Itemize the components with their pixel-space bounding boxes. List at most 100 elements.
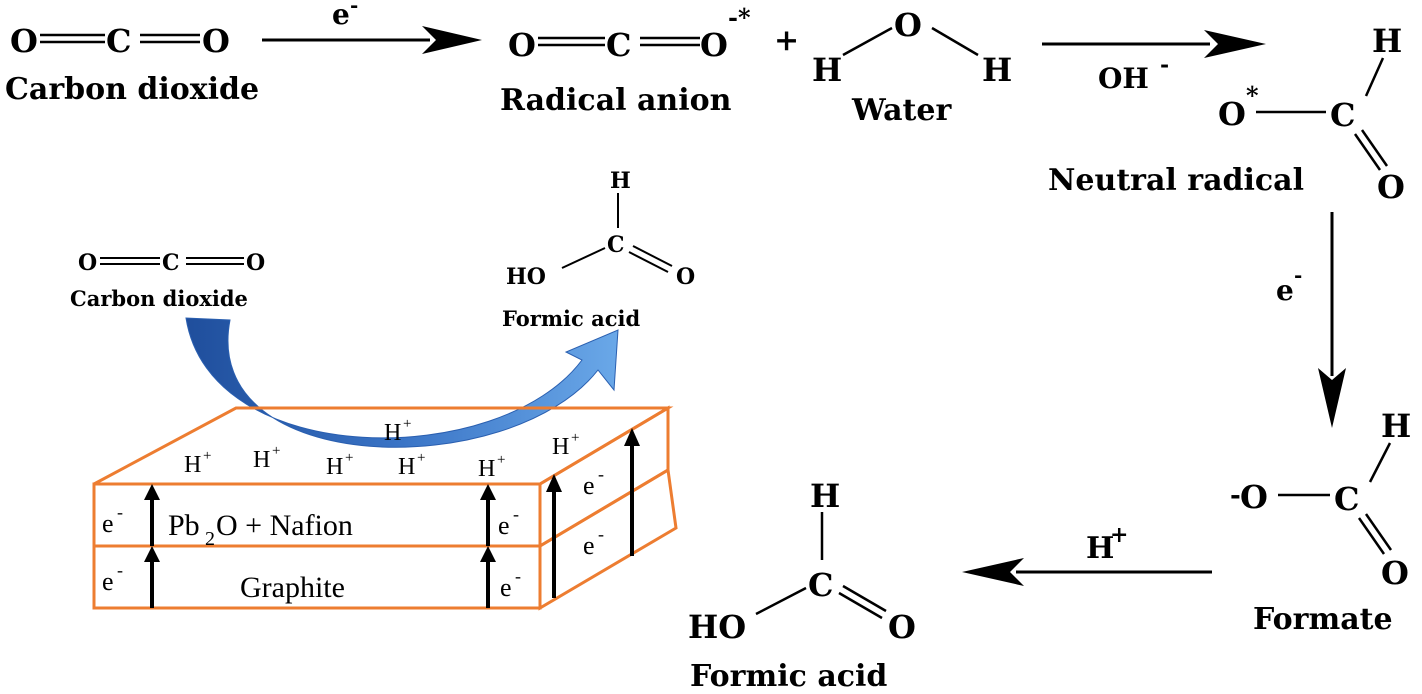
electron-flow-arrows [144,428,640,608]
svg-text:+: + [497,452,505,468]
svg-text:e: e [500,573,512,602]
svg-text:e: e [102,509,114,538]
atom-c: C [606,26,631,64]
svg-text:H: H [384,420,401,446]
proton-label: H+ [384,416,411,446]
svg-text:e: e [498,511,510,540]
atom-h: H [1372,22,1402,60]
svg-text:+: + [571,430,579,446]
electron-label: e- [583,524,604,560]
electron-label: e- [583,464,604,500]
electrode-side-lower [538,467,678,611]
proton-label: H+ [552,430,579,460]
proton-label: H+ [326,450,353,480]
svg-text:+: + [203,448,211,464]
proton-label: H+ [184,448,211,478]
atom-h: H [982,51,1012,89]
electrode: H+ H+ H+ H+ H+ H+ H+ e- e- e- e- e- e- P… [92,405,678,611]
svg-text:Pb: Pb [168,509,200,542]
atom-o: O [78,250,97,276]
arrow-step2: OH - [1042,30,1266,95]
svg-text:O + Nafion: O + Nafion [216,509,353,542]
label-electron-sup: - [1294,263,1302,287]
label-formate: Formate [1253,602,1393,637]
atom-ho: HO [506,264,546,290]
label-electron: e [1276,274,1294,307]
neutral-radical: H O * C O Neutral radical [1048,22,1405,206]
atom-h: H [810,477,840,515]
label-proton-sup: + [1110,522,1128,548]
atom-o: O [676,264,695,290]
atom-c: C [1330,96,1355,134]
plus-sign: + [774,23,799,58]
label-neutral-radical: Neutral radical [1048,163,1304,198]
formate: H - O C O Formate [1230,407,1411,637]
arrow-step1: e - [262,0,482,54]
svg-text:H: H [552,434,569,460]
label-water: Water [851,93,952,128]
svg-text:+: + [403,416,411,432]
svg-text:H: H [478,456,495,482]
svg-text:H: H [398,454,415,480]
formic-acid-inset: H C HO O Formic acid [502,168,695,331]
svg-text:+: + [417,450,425,466]
label-negative-charge: - [1230,481,1241,511]
svg-text:+: + [345,450,353,466]
proton-label: H+ [478,452,505,482]
proton-label: H+ [253,443,280,473]
svg-text:-: - [598,464,604,484]
atom-h: H [812,51,842,89]
label-carbon-dioxide-inset: Carbon dioxide [70,286,248,311]
atom-o: O [10,22,38,60]
label-electron-sup: - [350,0,358,17]
atom-h: H [610,168,631,194]
formic-acid-bottom: H C HO O Formic acid [688,477,916,694]
svg-text:e: e [102,567,114,596]
atom-o: O [888,608,916,646]
label-layer-nafion: Pb 2 O + Nafion [168,509,353,550]
atom-o: O [894,6,922,44]
label-radical-anion: Radical anion [500,83,732,118]
electron-label: e- [498,504,519,540]
atom-o: O [202,22,230,60]
electron-label: e- [102,502,123,538]
svg-text:e: e [583,471,595,500]
water: H O H Water [812,6,1012,128]
svg-text:2: 2 [205,528,215,550]
co2-top: O C O Carbon dioxide [5,22,259,107]
svg-text:H: H [184,452,201,478]
label-electron: e [332,0,350,31]
atom-o: O [508,26,536,64]
label-hydroxide: OH [1098,62,1149,95]
svg-text:-: - [598,524,604,544]
atom-o: O [700,26,728,64]
co2-inset: O C O Carbon dioxide [70,250,265,311]
label-proton: H [1086,531,1114,566]
curved-conversion-arrow [185,317,619,448]
atom-c: C [106,22,131,60]
atom-o: O [1381,554,1409,592]
atom-c: C [1334,480,1359,518]
electron-label: e- [500,566,521,602]
svg-text:e: e [583,531,595,560]
atom-o: O [246,250,265,276]
proton-label: H+ [398,450,425,480]
atom-c: C [162,250,180,276]
label-hydroxide-sup: - [1160,52,1169,78]
electrode-side-upper [538,405,670,549]
atom-c: C [607,232,625,258]
svg-text:H: H [326,454,343,480]
svg-text:-: - [513,504,519,524]
label-carbon-dioxide: Carbon dioxide [5,72,259,107]
label-formic-acid-inset: Formic acid [502,306,640,331]
label-layer-graphite: Graphite [240,571,345,604]
atom-o: O [1377,168,1405,206]
atom-ho: HO [688,608,746,646]
radical-anion: O C O -* Radical anion [500,3,751,118]
atom-o: O [1240,478,1268,516]
arrow-step3: e - [1276,212,1346,428]
svg-text:-: - [117,502,123,522]
arrow-step4: H + [962,522,1212,586]
